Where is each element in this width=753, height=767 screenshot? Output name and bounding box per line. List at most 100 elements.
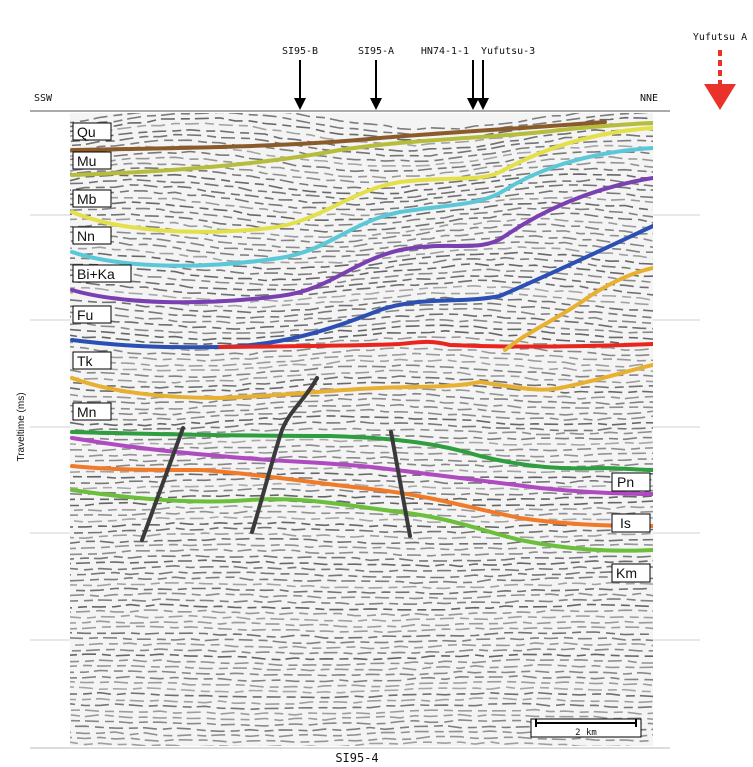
reflector-line [70, 658, 653, 666]
reflector-line [70, 155, 653, 179]
reflector-line [70, 719, 653, 727]
horizon-qu [70, 120, 607, 152]
orientation-right: NNE [640, 93, 658, 104]
reflector-line [70, 184, 653, 206]
time-grid-ticks [30, 214, 700, 641]
reflector-line [70, 397, 653, 411]
well-si95-b: SI95-B [282, 46, 318, 110]
reflector-line [70, 686, 653, 694]
reflector-line [70, 434, 653, 441]
svg-text:Bi+Ka: Bi+Ka [77, 266, 115, 282]
reflector-line [70, 559, 653, 568]
reflector-line [70, 449, 653, 458]
reflector-line [70, 455, 653, 464]
reflector-line [70, 620, 653, 628]
well-markers: SI95-B SI95-A HN74-1-1 Yufutsu-3 Yufutsu… [282, 32, 747, 110]
orientation-left: SSW [34, 93, 53, 104]
well-label: SI95-A [358, 46, 394, 57]
reflector-line [70, 234, 653, 253]
well-yufutsu-3: Yufutsu-3 [477, 46, 535, 110]
reflector-line [70, 609, 653, 617]
horizon-nn [70, 146, 653, 268]
reflector-line [70, 713, 653, 722]
reflector-line [70, 510, 653, 519]
reflector-line [70, 217, 653, 239]
reflector-line [70, 246, 653, 264]
y-axis-label: Traveltime (ms) [16, 392, 27, 461]
reflector-line [70, 598, 653, 606]
reflector-line [70, 526, 653, 534]
reflector-line [70, 674, 653, 683]
reflector-line [70, 201, 653, 222]
reflector-line [70, 346, 653, 362]
reflector-line [70, 554, 653, 562]
reflector-line [70, 576, 653, 585]
fault-1 [140, 426, 185, 542]
formation-label-bika: Bi+Ka [72, 264, 132, 283]
reflector-line [70, 375, 653, 389]
reflector-line [70, 570, 653, 579]
formation-labels-right: Pn Is Km [611, 472, 651, 583]
reflector-line [70, 369, 653, 384]
horizon-pn [70, 430, 653, 472]
reflector-line [70, 392, 653, 406]
reflector-line [70, 364, 653, 379]
reflector-line [70, 284, 653, 304]
svg-text:Nn: Nn [77, 228, 95, 244]
svg-text:Fu: Fu [77, 307, 93, 323]
reflector-line [70, 741, 633, 746]
reflector-line [70, 537, 653, 546]
formation-label-nn: Nn [72, 226, 112, 245]
svg-text:Tk: Tk [77, 353, 94, 369]
reflector-line [70, 296, 653, 314]
svg-text:Is: Is [620, 515, 631, 531]
formation-label-mu: Mu [72, 151, 112, 170]
horizon-mn-branch [503, 266, 653, 352]
reflector-line [70, 161, 653, 184]
formation-label-qu: Qu [72, 122, 112, 141]
well-hn74-1-1: HN74-1-1 [421, 46, 479, 110]
reflector-line [70, 195, 653, 217]
horizon-mn [70, 363, 653, 400]
reflector-line [70, 329, 653, 346]
reflector-line [70, 532, 653, 540]
reflector-line [70, 548, 653, 557]
scale-bar: 2 km [530, 718, 642, 738]
reflector-line [70, 487, 653, 496]
horizons-group [70, 120, 653, 553]
horizon-km [70, 464, 653, 528]
formation-label-mb: Mb [72, 189, 112, 208]
reflector-line [70, 415, 653, 427]
reflector-line [70, 477, 653, 485]
reflector-line [70, 680, 653, 689]
reflector-line [70, 358, 653, 373]
svg-text:Mu: Mu [77, 153, 96, 169]
horizon-tk [218, 339, 653, 349]
formation-label-tk: Tk [72, 351, 112, 370]
fault-2 [250, 376, 319, 534]
svg-text:Qu: Qu [77, 124, 96, 140]
well-label: SI95-B [282, 46, 318, 57]
reflector-line [70, 279, 653, 297]
formation-label-is: Is [611, 513, 651, 533]
reflector-line [70, 324, 653, 341]
reflector-line [70, 482, 653, 491]
reflector-line [70, 702, 653, 711]
reflector-line [70, 352, 653, 368]
svg-text:Km: Km [616, 565, 637, 581]
reflector-line [70, 631, 653, 639]
reflector-line [70, 625, 653, 634]
formation-labels-left: Qu Mu Mb Nn Bi+Ka Fu Tk Mn [72, 122, 132, 421]
reflector-line [70, 587, 653, 595]
formation-label-km: Km [611, 563, 651, 583]
reflector-line [70, 444, 653, 452]
reflector-line [70, 697, 653, 706]
reflector-line [70, 178, 653, 200]
horizon-fu [70, 224, 653, 350]
reflector-line [70, 642, 653, 650]
svg-text:Mb: Mb [77, 191, 97, 207]
down-arrow-icon [477, 98, 489, 110]
reflector-line [70, 499, 653, 507]
reflector-line [70, 438, 653, 446]
